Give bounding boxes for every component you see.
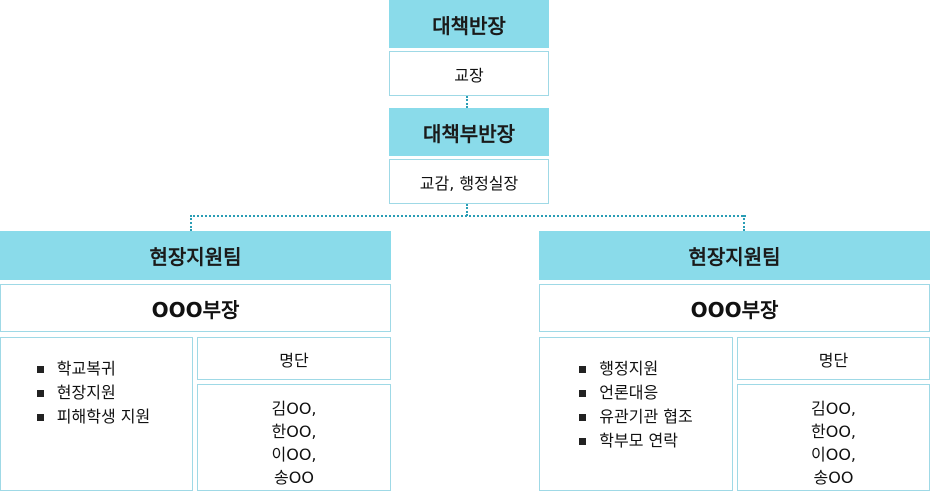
team-left-duties-list: 학교복귀 현장지원 피해학생 지원 xyxy=(36,357,150,429)
duty-item: 학교복귀 xyxy=(36,357,150,381)
team-left-roster-header-box: 명단 xyxy=(197,337,391,380)
duty-item: 피해학생 지원 xyxy=(36,405,150,429)
team-right-roster-header-box: 명단 xyxy=(737,337,930,380)
duty-item: 언론대응 xyxy=(579,381,692,405)
duty-item: 현장지원 xyxy=(36,381,150,405)
deputy-title-box: 대책부반장 xyxy=(389,108,549,156)
deputy-person-box: 교감, 행정실장 xyxy=(389,159,549,204)
team-left-title: 현장지원팀 xyxy=(149,245,242,269)
connector-deputy-branch xyxy=(466,204,468,216)
duty-item: 행정지원 xyxy=(579,357,692,381)
team-right-duties-box: 행정지원 언론대응 유관기관 협조 학부모 연락 xyxy=(539,337,733,491)
member-name: 한OO, xyxy=(811,422,856,441)
duty-item: 유관기관 협조 xyxy=(579,405,693,429)
duty-item: 학부모 연락 xyxy=(579,429,692,453)
team-right-leader-box: OOO부장 xyxy=(539,284,930,332)
deputy-person: 교감, 행정실장 xyxy=(419,173,519,193)
team-left-leader: OOO부장 xyxy=(151,297,240,322)
head-title-box: 대책반장 xyxy=(389,0,549,48)
connector-branch-left xyxy=(190,215,192,231)
team-right-roster-header: 명단 xyxy=(818,350,849,370)
team-right-title: 현장지원팀 xyxy=(688,245,781,269)
team-right-title-box: 현장지원팀 xyxy=(539,231,930,280)
head-person: 교장 xyxy=(454,65,484,85)
member-name: 김OO, xyxy=(271,399,317,418)
member-name: 김OO, xyxy=(811,399,856,418)
team-left-roster-box: 김OO, 한OO, 이OO, 송OO xyxy=(197,384,391,491)
team-right-duties-list: 행정지원 언론대응 유관기관 협조 학부모 연락 xyxy=(579,357,693,453)
team-left-roster-list: 김OO, 한OO, 이OO, 송OO xyxy=(272,385,317,489)
team-right-roster-box: 김OO, 한OO, 이OO, 송OO xyxy=(737,384,930,491)
member-name: 이OO, xyxy=(811,445,856,464)
deputy-title: 대책부반장 xyxy=(423,121,515,146)
team-left-duties-box: 학교복귀 현장지원 피해학생 지원 xyxy=(0,337,193,491)
head-title: 대책반장 xyxy=(432,13,506,38)
team-right-roster-list: 김OO, 한OO, 이OO, 송OO xyxy=(811,385,856,489)
member-name: 송OO xyxy=(813,468,854,487)
team-left-title-box: 현장지원팀 xyxy=(0,231,391,280)
member-name: 송OO xyxy=(274,468,314,487)
member-name: 이OO, xyxy=(271,445,317,464)
connector-branch-right xyxy=(743,215,745,231)
connector-head-deputy xyxy=(466,96,468,108)
team-left-leader-box: OOO부장 xyxy=(0,284,391,332)
team-right-leader: OOO부장 xyxy=(690,297,779,322)
connector-branch-horizontal xyxy=(190,215,746,217)
head-person-box: 교장 xyxy=(389,51,549,96)
team-left-roster-header: 명단 xyxy=(279,350,309,370)
member-name: 한OO, xyxy=(271,422,317,441)
